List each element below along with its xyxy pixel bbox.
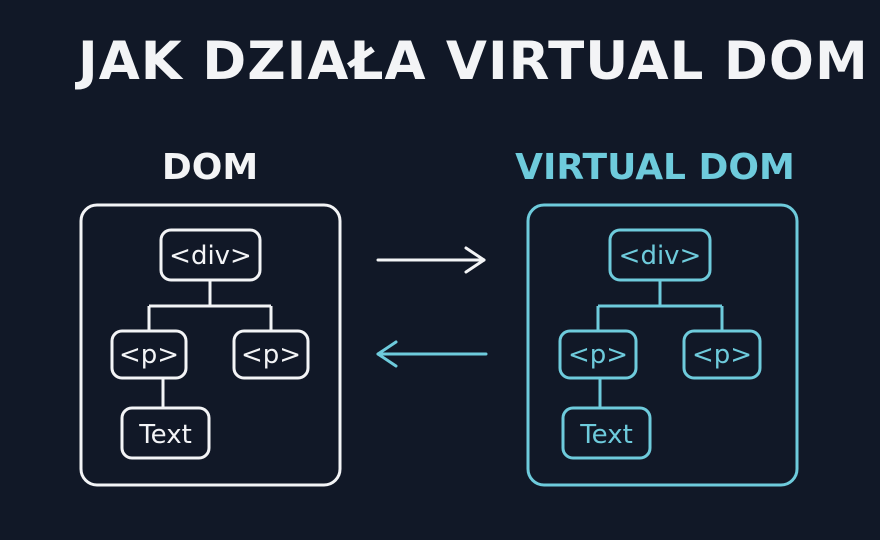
main-title: JAK DZIAŁA VIRTUAL DOM xyxy=(78,31,869,92)
dom-node-p-right: <p> xyxy=(241,340,301,370)
virtual-dom-node-p-left: <p> xyxy=(568,340,628,370)
dom-node-p-left-box xyxy=(110,329,188,380)
dom-node-div-box xyxy=(159,228,262,282)
arrow-to-virtual-dom xyxy=(376,246,486,274)
virtual-dom-node-p-right: <p> xyxy=(692,340,752,370)
dom-node-text: Text xyxy=(138,420,192,450)
dom-tree-connectors xyxy=(147,280,273,408)
dom-node-p-left: <p> xyxy=(119,340,179,370)
dom-node-labels: <div> <p> <p> Text xyxy=(119,241,301,450)
virtual-dom-node-p-left-box xyxy=(558,329,638,380)
virtual-dom-node-labels: <div> <p> <p> Text xyxy=(568,241,752,450)
virtual-dom-heading: VIRTUAL DOM xyxy=(515,147,795,188)
virtual-dom-node-div-box xyxy=(608,228,712,282)
virtual-dom-node-text: Text xyxy=(579,420,633,450)
dom-node-p-right-box xyxy=(232,329,310,380)
arrow-to-dom xyxy=(376,340,488,368)
dom-node-text-box xyxy=(120,406,211,460)
virtual-dom-container-box xyxy=(526,203,799,487)
dom-node-div: <div> xyxy=(169,241,252,271)
dom-panel xyxy=(79,203,342,487)
virtual-dom-node-div: <div> xyxy=(619,241,702,271)
dom-heading: DOM xyxy=(161,147,259,188)
virtual-dom-node-text-box xyxy=(561,406,652,460)
dom-container-box xyxy=(79,203,342,487)
virtual-dom-node-p-right-box xyxy=(682,329,762,380)
virtual-dom-panel xyxy=(526,203,799,487)
virtual-dom-tree-connectors xyxy=(596,280,724,408)
